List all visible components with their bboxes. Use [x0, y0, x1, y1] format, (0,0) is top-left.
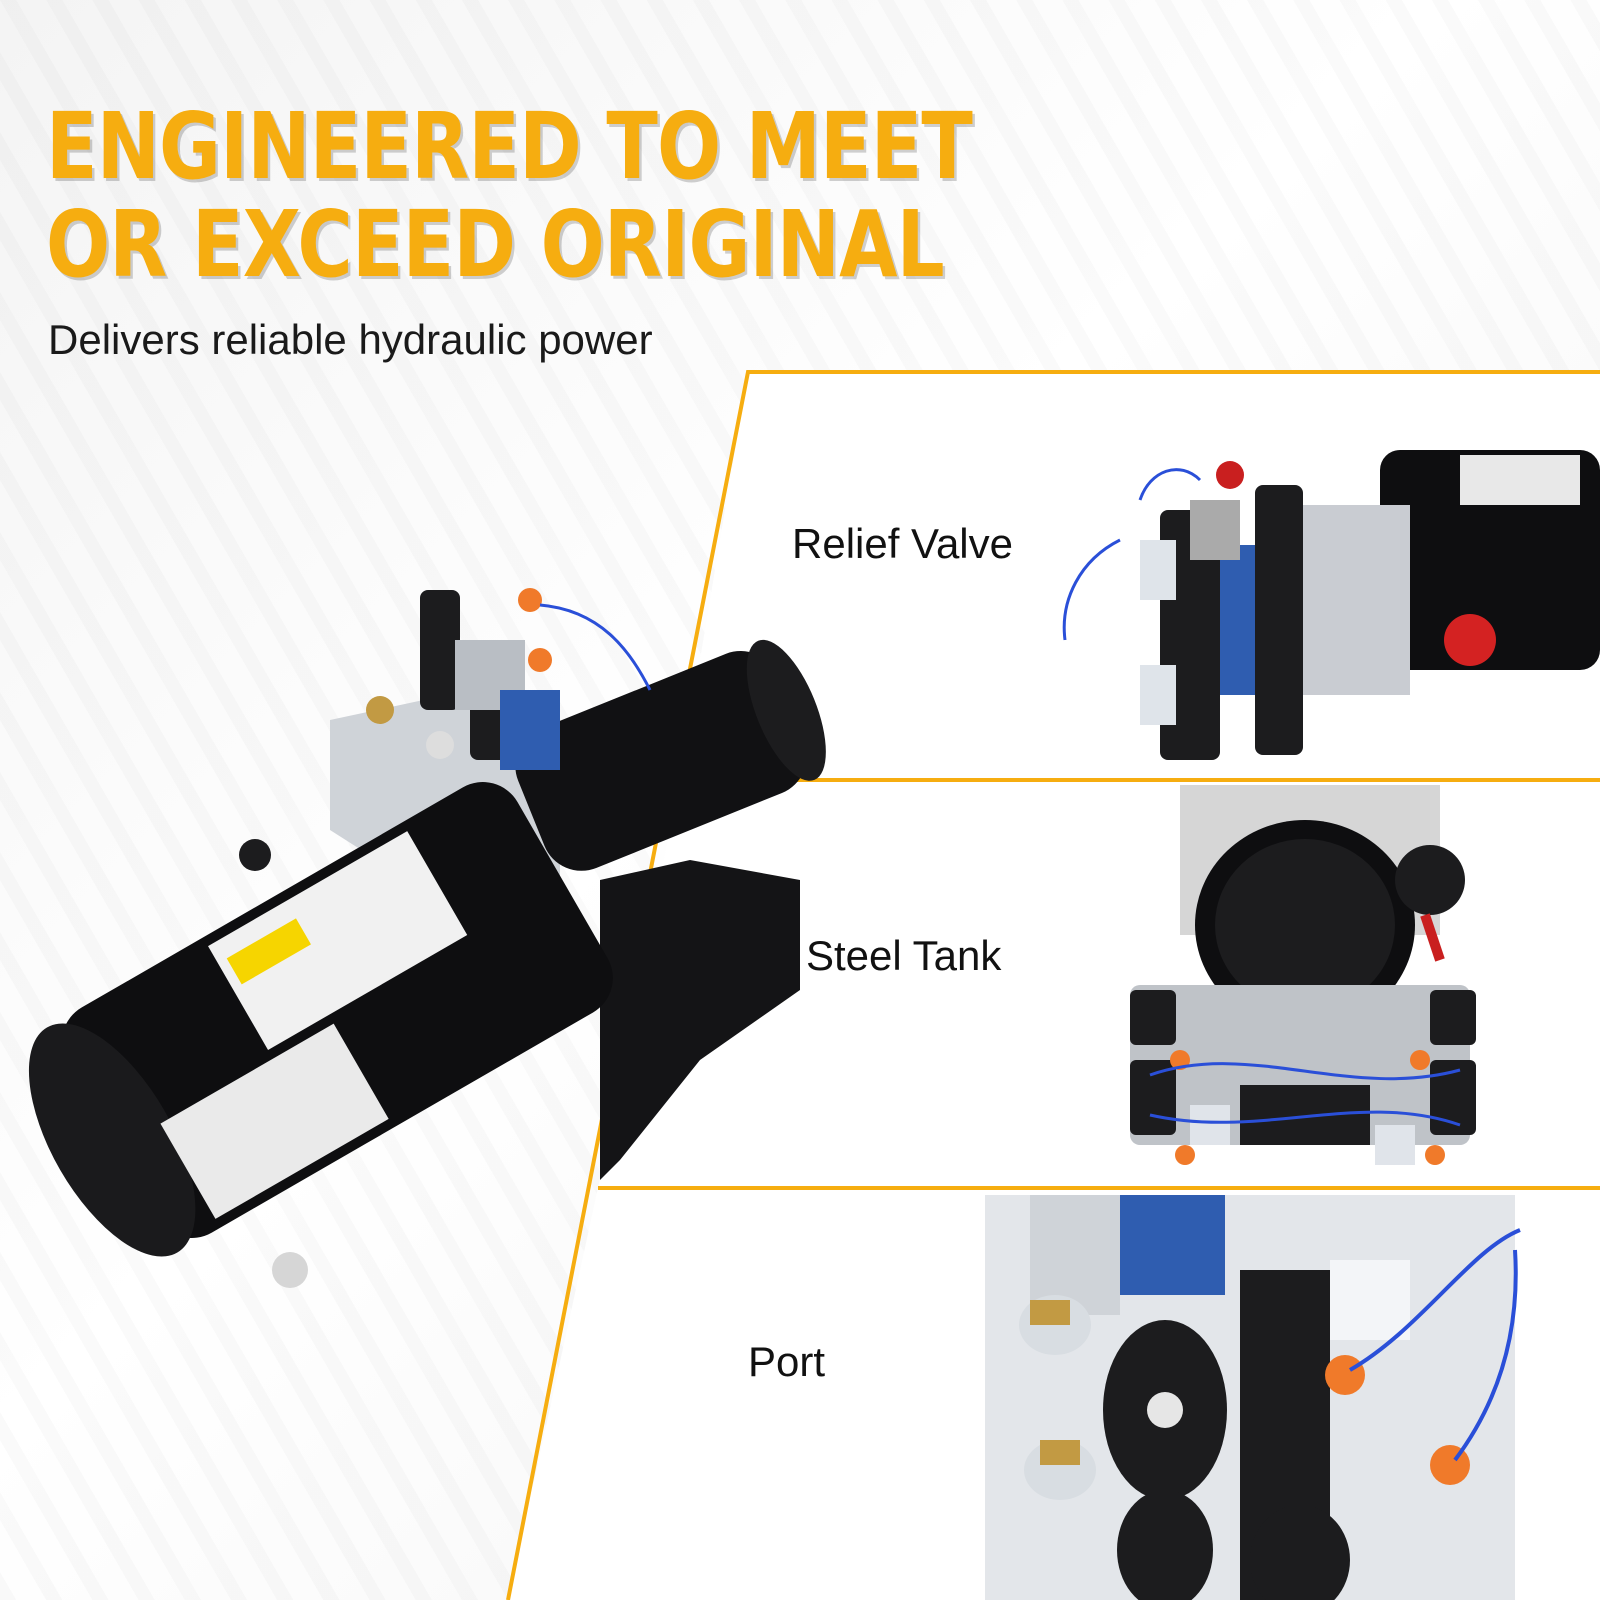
port-photo: [985, 1195, 1521, 1600]
directional-valve: [500, 690, 560, 770]
page-subtitle: Delivers reliable hydraulic power: [48, 316, 653, 363]
page-headline: ENGINEERED TO MEET OR EXCEED ORIGINAL: [46, 93, 973, 298]
feature-label-port: Port: [748, 1338, 826, 1385]
drain-plug: [272, 1252, 308, 1288]
headline-line-1: ENGINEERED TO MEET: [46, 93, 973, 200]
steel-oil-tank: [28, 782, 613, 1257]
steel-tank-photo: [1130, 785, 1476, 1165]
relief-valve-photo: [1062, 450, 1600, 760]
electric-motor: [515, 639, 826, 871]
headline-line-2: OR EXCEED ORIGINAL: [46, 191, 945, 298]
solenoid-valve-1: [420, 590, 460, 710]
feature-label-relief-valve: Relief Valve: [792, 520, 1013, 567]
panel-outline: [506, 370, 1600, 1600]
mounting-bracket: [600, 860, 800, 1180]
fill-cap: [239, 839, 271, 871]
feature-label-steel-tank: Steel Tank: [806, 932, 1002, 979]
